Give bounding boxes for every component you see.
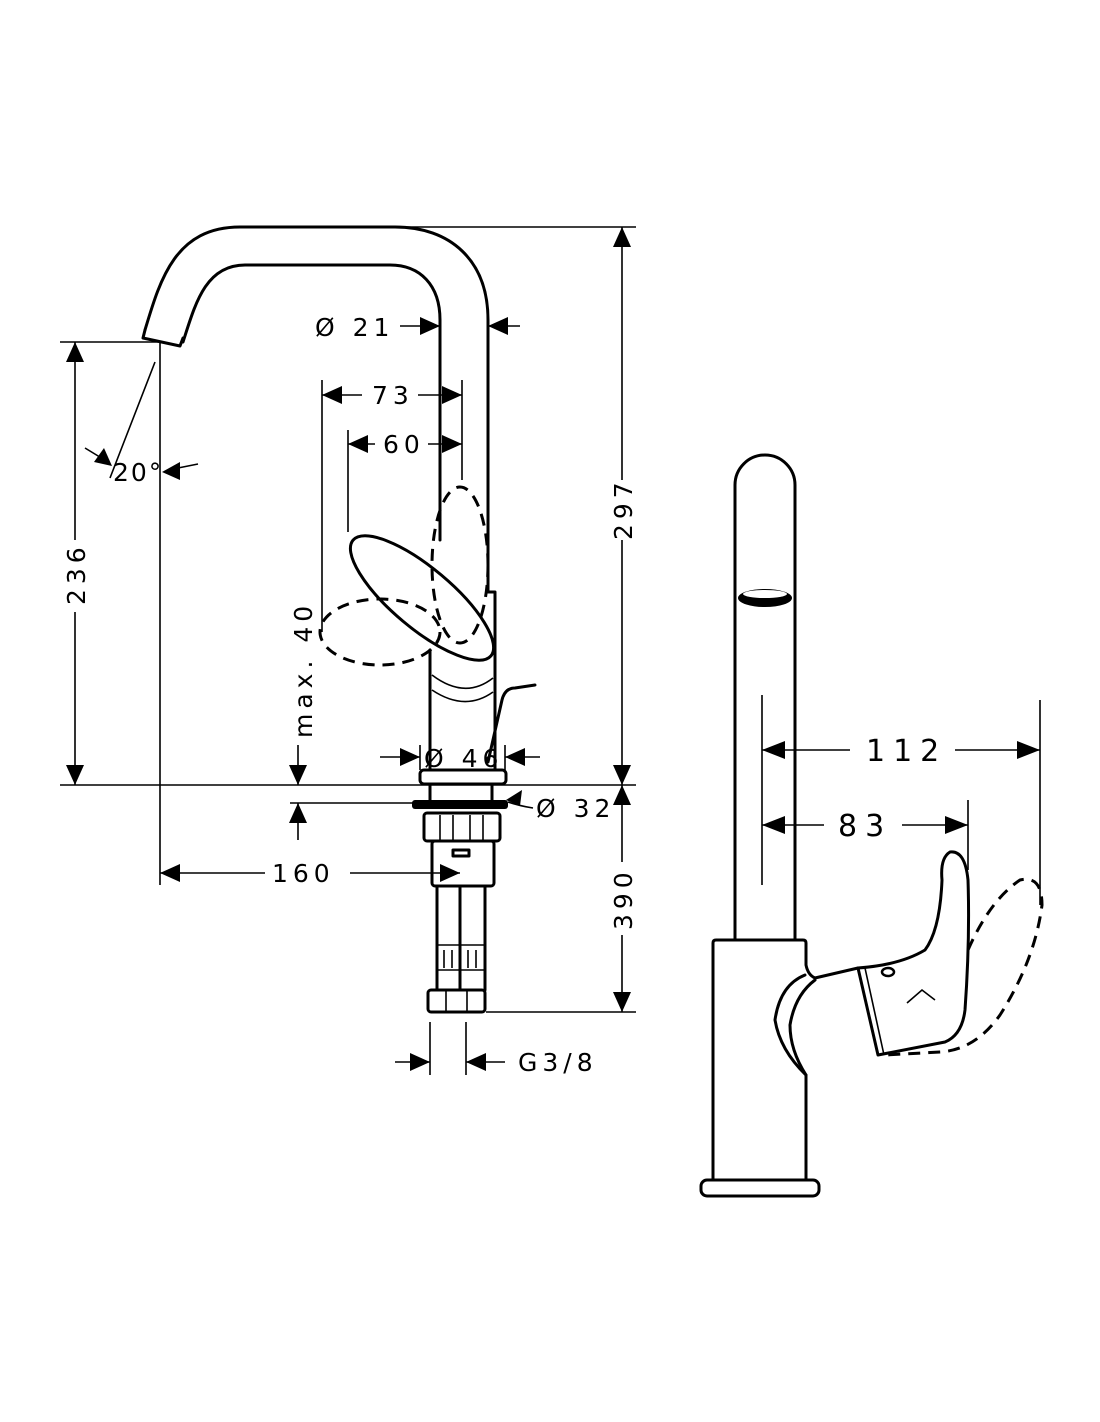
arrow-left-icon xyxy=(488,317,508,335)
arrow-up-icon xyxy=(66,342,84,362)
dim-angle: 20° xyxy=(113,458,163,487)
hose-connector-flats xyxy=(445,990,468,1012)
dim-reach: 160 xyxy=(272,859,335,888)
dim-shank-diameter: Ø 32 xyxy=(536,794,615,823)
arrow-right-icon xyxy=(440,864,460,882)
arrow-left-icon xyxy=(348,435,368,453)
side-spout-stem xyxy=(733,453,797,942)
dimension-pipe-diameter: Ø 21 xyxy=(315,313,520,342)
arrow-left-icon xyxy=(505,748,525,766)
dimension-angle: 20° xyxy=(84,361,199,487)
dimension-hose-length: 390 xyxy=(609,785,638,1012)
side-base-ring xyxy=(699,1178,821,1198)
dim-base-diameter: Ø 46 xyxy=(424,744,503,773)
arrow-left-icon xyxy=(160,864,180,882)
arrow-left-icon xyxy=(762,816,785,834)
arrow-right-icon xyxy=(94,448,112,466)
arrow-right-icon xyxy=(442,435,462,453)
handle-indicator-mark xyxy=(906,988,936,1004)
faucet-body xyxy=(428,590,497,772)
side-lever-handle-dashed xyxy=(884,877,1044,1057)
dim-total-height: 297 xyxy=(609,477,638,540)
dimension-line xyxy=(761,695,1041,905)
arrow-up-icon xyxy=(613,785,631,805)
front-view: 297 236 390 160 max. 40 xyxy=(60,225,638,1077)
hose-connector-nut xyxy=(426,988,487,1014)
mounting-nut xyxy=(422,811,502,843)
arrow-left-icon xyxy=(506,790,522,806)
base-ring xyxy=(418,768,508,786)
side-lever-handle xyxy=(856,850,971,1057)
arrow-down-icon xyxy=(613,992,631,1012)
dim-60: 60 xyxy=(383,430,425,459)
lever-handle-up-dashed xyxy=(430,485,490,645)
arrow-left-icon xyxy=(762,741,785,759)
dimension-spout-height: 236 xyxy=(62,342,91,785)
dim-max-40: max. 40 xyxy=(289,601,318,738)
arrow-right-icon xyxy=(410,1053,430,1071)
dim-spout-height: 236 xyxy=(62,542,91,605)
shank-ring xyxy=(412,800,508,809)
bracket-screw xyxy=(451,848,471,858)
dim-112: 112 xyxy=(866,734,947,769)
arrow-up-icon xyxy=(613,227,631,247)
spout-tip xyxy=(141,328,185,348)
side-body xyxy=(711,938,860,1182)
arrow-left-icon xyxy=(466,1053,486,1071)
leader-line xyxy=(507,801,534,809)
dim-73: 73 xyxy=(372,381,414,410)
handle-joint-line xyxy=(864,967,885,1056)
arrow-left-icon xyxy=(162,462,180,480)
dim-connection: G3/8 xyxy=(518,1048,598,1077)
arrow-down-icon xyxy=(289,765,307,785)
dimension-max-40: max. 40 xyxy=(289,601,318,840)
popup-rod xyxy=(486,683,537,764)
dimension-83: 83 xyxy=(762,800,969,870)
handle-screw-hole xyxy=(880,966,896,978)
dimension-shank-diameter: Ø 32 xyxy=(506,790,615,823)
spout-outlet-highlight xyxy=(743,590,787,598)
dim-hose-length: 390 xyxy=(609,867,638,930)
arrow-right-icon xyxy=(1017,741,1040,759)
dim-83: 83 xyxy=(838,809,892,844)
side-body-contour xyxy=(788,978,817,1077)
lever-handle xyxy=(348,534,496,662)
side-view: 112 83 xyxy=(699,453,1044,1198)
supply-hoses xyxy=(435,884,487,992)
arrow-left-icon xyxy=(322,386,342,404)
dimension-112: 112 xyxy=(761,695,1041,905)
dimension-base-diameter: Ø 46 xyxy=(380,744,540,773)
arrow-right-icon xyxy=(442,386,462,404)
arrow-right-icon xyxy=(400,748,420,766)
arrow-down-icon xyxy=(613,765,631,785)
arrow-right-icon xyxy=(420,317,440,335)
dimension-reach: 160 xyxy=(160,859,460,888)
extension-lines xyxy=(60,226,636,1075)
arrow-right-icon xyxy=(945,816,968,834)
arrow-up-icon xyxy=(289,803,307,823)
mounting-bracket xyxy=(430,839,496,888)
hose-crimp xyxy=(437,944,485,971)
shank xyxy=(428,782,494,802)
arrow-down-icon xyxy=(66,765,84,785)
spout-inner xyxy=(181,263,442,542)
dim-pipe-diameter: Ø 21 xyxy=(315,313,394,342)
dimension-73: 73 xyxy=(322,381,462,410)
spout-outer xyxy=(143,225,490,594)
dimension-total-height: 297 xyxy=(609,227,638,785)
dimension-60: 60 xyxy=(348,430,462,459)
lever-handle-left-dashed xyxy=(318,597,442,667)
mounting-nut-ribs xyxy=(439,815,484,840)
dimension-connection: G3/8 xyxy=(395,1048,598,1077)
body-collar xyxy=(431,674,494,703)
